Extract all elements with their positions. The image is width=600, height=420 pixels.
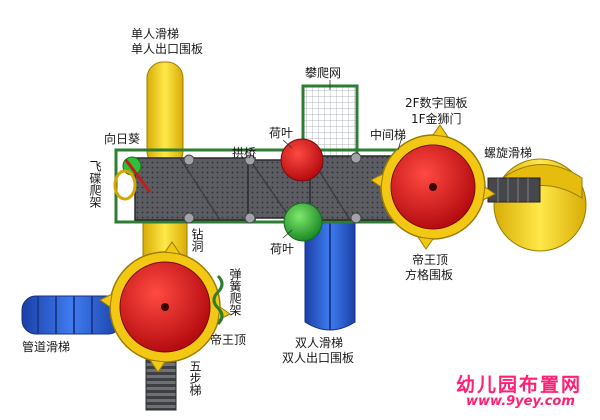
label-spiral-slide: 螺旋滑梯 — [484, 146, 533, 160]
ufo-climber-shape — [113, 169, 137, 201]
post-caps — [183, 152, 362, 224]
label-digit-panel-2f: 2F数字围板 — [405, 96, 468, 110]
label-single-exit-panel: 单人出口围板 — [131, 42, 204, 56]
label-emperor-roof-right: 帝王顶 — [412, 253, 449, 267]
label-crawl-hole: 钻洞 — [190, 228, 204, 252]
label-middle-ladder: 中间梯 — [370, 128, 407, 142]
label-ufo-climber: 飞碟爬架 — [88, 160, 102, 208]
emperor-roof-right-shape — [370, 124, 496, 250]
leader-lines — [282, 80, 403, 239]
label-single-slide: 单人滑梯 — [131, 27, 180, 41]
watermark-site-name: 幼儿园布置网 — [456, 374, 583, 396]
label-climbing-net: 攀爬网 — [305, 66, 342, 80]
label-double-exit-panel: 双人出口围板 — [282, 351, 355, 365]
label-lotus-leaf-bottom: 荷叶 — [270, 242, 295, 256]
label-double-slide: 双人滑梯 — [295, 336, 344, 350]
label-spring-climber: 弹簧爬架 — [228, 268, 242, 316]
label-lion-door-1f: 1F金狮门 — [411, 112, 462, 126]
label-sunflower: 向日葵 — [104, 132, 141, 146]
lotus-leaf-bottom-shape — [283, 202, 323, 242]
label-lotus-leaf-top: 荷叶 — [269, 126, 294, 140]
label-arch-bridge: 拱桥 — [232, 146, 257, 160]
spring-climber-shape — [212, 274, 224, 326]
label-step-ladder: 五步梯 — [188, 360, 202, 396]
emperor-roof-left-shape — [99, 241, 231, 373]
watermark-url: www.9yey.com — [466, 394, 575, 409]
platform-deck — [134, 155, 395, 221]
label-tube-slide: 管道滑梯 — [22, 340, 71, 354]
label-emperor-roof-left: 帝王顶 — [210, 333, 247, 347]
spiral-slide-shape — [487, 158, 587, 252]
label-square-panel: 方格围板 — [405, 268, 454, 282]
tube-slide-shape — [21, 295, 123, 335]
double-slide-shape — [304, 214, 356, 331]
lotus-leaf-top-shape — [280, 138, 324, 182]
